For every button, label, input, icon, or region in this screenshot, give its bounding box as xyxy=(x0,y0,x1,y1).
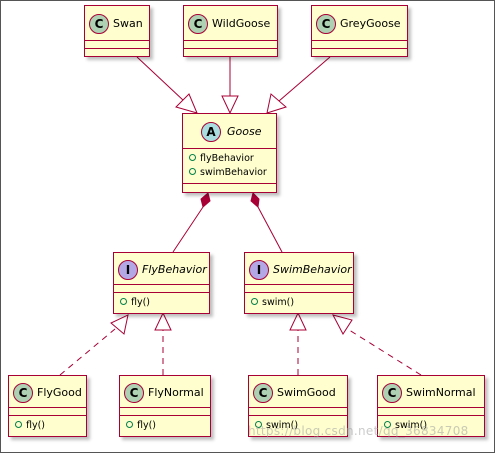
attributes-separator xyxy=(184,40,277,41)
edge-goose-swimbehavior xyxy=(250,192,283,253)
methods-separator xyxy=(312,48,407,49)
watermark-text: https://blog.csdn.net/qq_36834708 xyxy=(248,424,469,438)
class-stereotype-icon: C xyxy=(382,383,402,403)
attribute-row: flyBehavior xyxy=(189,153,254,165)
edge-goose-flybehavior xyxy=(172,192,211,253)
edge-flynormal-flybehavior xyxy=(154,311,172,375)
public-visibility-icon xyxy=(126,421,133,428)
public-visibility-icon xyxy=(251,298,258,305)
attributes-separator xyxy=(85,40,149,41)
public-visibility-icon xyxy=(384,421,391,428)
public-visibility-icon xyxy=(189,168,196,175)
attributes-separator xyxy=(249,407,347,408)
method-name: swim() xyxy=(266,420,299,431)
methods-separator xyxy=(85,48,149,49)
public-visibility-icon xyxy=(120,298,127,305)
attributes-separator xyxy=(183,148,276,149)
interface-name: SwimBehavior xyxy=(273,263,352,276)
class-stereotype-icon: C xyxy=(124,383,144,403)
methods-separator xyxy=(184,48,277,49)
methods-separator xyxy=(9,415,86,416)
class-swan: C Swan xyxy=(84,5,150,57)
interface-swimbehavior: I SwimBehavior swim() xyxy=(244,252,354,314)
interface-stereotype-icon: I xyxy=(249,260,269,280)
class-goose: A Goose flyBehavior swimBehavior xyxy=(182,113,277,193)
class-stereotype-icon: C xyxy=(253,383,273,403)
edge-swimgood-swimbehavior xyxy=(289,311,307,375)
class-name: Swan xyxy=(113,17,143,30)
method-name: fly() xyxy=(137,420,157,431)
method-row: swim() xyxy=(251,297,294,309)
attributes-separator xyxy=(114,284,209,285)
edge-swan-goose xyxy=(136,56,198,114)
method-name: swim() xyxy=(395,420,428,431)
method-row: fly() xyxy=(15,420,45,432)
class-stereotype-icon: C xyxy=(316,14,336,34)
interface-flybehavior: I FlyBehavior fly() xyxy=(113,252,210,314)
attributes-separator xyxy=(312,40,407,41)
public-visibility-icon xyxy=(189,154,196,161)
class-name: SwimGood xyxy=(277,386,336,399)
class-name: Goose xyxy=(227,125,262,138)
interface-stereotype-icon: I xyxy=(118,260,138,280)
class-stereotype-icon: C xyxy=(89,14,109,34)
edge-flygood-flybehavior xyxy=(59,314,129,376)
class-swimnormal: C SwimNormal swim() xyxy=(377,375,485,437)
public-visibility-icon xyxy=(255,421,262,428)
class-swimgood: C SwimGood swim() xyxy=(248,375,348,437)
class-name: SwimNormal xyxy=(406,386,476,399)
class-stereotype-icon: C xyxy=(13,383,33,403)
attributes-separator xyxy=(378,407,484,408)
methods-separator xyxy=(183,183,276,184)
public-visibility-icon xyxy=(15,421,22,428)
attributes-separator xyxy=(120,407,210,408)
attribute-row: swimBehavior xyxy=(189,167,267,179)
attributes-separator xyxy=(9,407,86,408)
class-flynormal: C FlyNormal fly() xyxy=(119,375,211,437)
edge-greygoose-goose xyxy=(266,56,331,114)
interface-name: FlyBehavior xyxy=(142,263,207,276)
attributes-separator xyxy=(245,284,353,285)
method-name: fly() xyxy=(26,420,46,431)
method-row: fly() xyxy=(120,297,150,309)
method-row: swim() xyxy=(384,420,427,432)
edge-swimnormal-swimbehavior xyxy=(332,314,422,376)
attribute-name: flyBehavior xyxy=(200,153,254,164)
class-flygood: C FlyGood fly() xyxy=(8,375,87,437)
class-name: GreyGoose xyxy=(340,17,401,30)
edge-wildgoose-goose xyxy=(221,57,239,115)
method-name: swim() xyxy=(262,297,295,308)
class-wildgoose: C WildGoose xyxy=(183,5,278,57)
method-name: fly() xyxy=(131,297,151,308)
abstract-stereotype-icon: A xyxy=(201,122,221,142)
attribute-name: swimBehavior xyxy=(200,167,267,178)
methods-separator xyxy=(249,415,347,416)
class-name: FlyGood xyxy=(37,386,82,399)
class-greygoose: C GreyGoose xyxy=(311,5,408,57)
class-stereotype-icon: C xyxy=(188,14,208,34)
method-row: fly() xyxy=(126,420,156,432)
methods-separator xyxy=(378,415,484,416)
class-name: WildGoose xyxy=(212,17,271,30)
methods-separator xyxy=(245,292,353,293)
class-name: FlyNormal xyxy=(148,386,204,399)
methods-separator xyxy=(120,415,210,416)
methods-separator xyxy=(114,292,209,293)
method-row: swim() xyxy=(255,420,298,432)
